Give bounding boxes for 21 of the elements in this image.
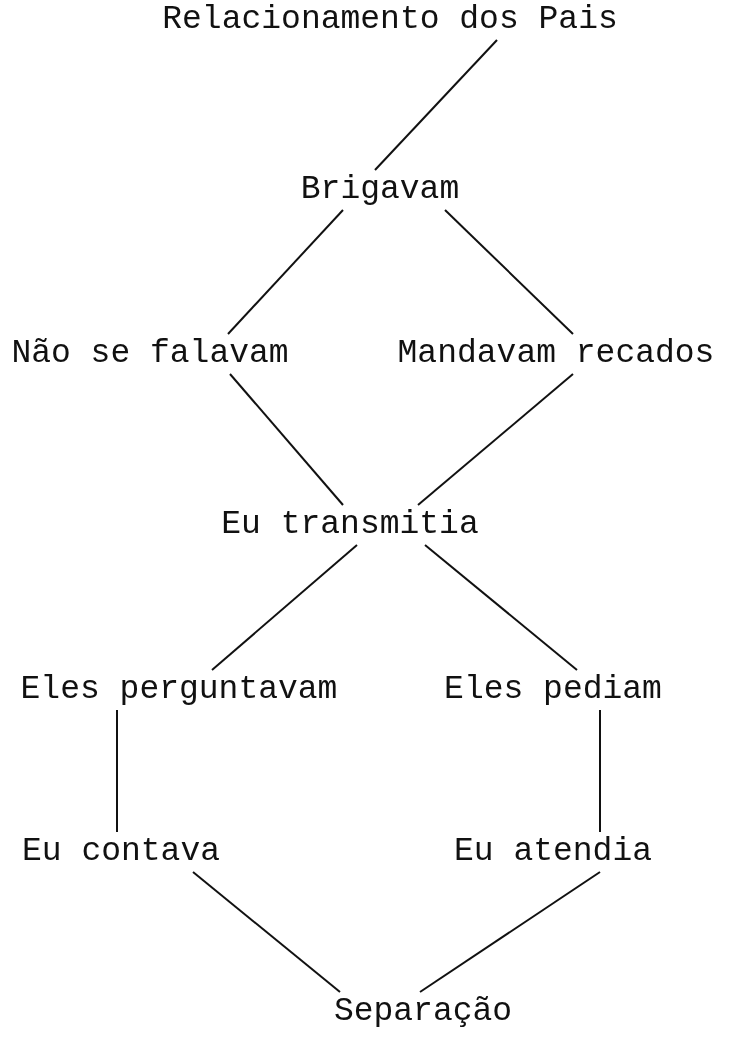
connector-line [599,709,601,833]
connector-line [229,373,344,506]
node-label: Eu atendia [454,832,652,872]
connector-line [374,39,498,171]
connector-line [211,544,358,671]
node-label: Relacionamento dos Pais [162,0,618,40]
connector-line [227,209,344,335]
node-label: Eu transmitia [221,505,479,545]
node-label: Eles pediam [444,670,662,710]
connector-line [424,544,578,671]
node-label: Mandavam recados [397,334,715,374]
node-label: Eles perguntavam [20,670,338,710]
connector-line [419,871,601,993]
node-label: Brigavam [300,170,460,210]
node-label: Separação [333,992,513,1032]
connector-line [417,373,574,506]
connector-line [192,871,341,993]
node-label: Não se falavam [11,334,289,374]
connector-line [116,709,118,833]
node-label: Eu contava [22,832,220,872]
connector-line [444,209,574,335]
